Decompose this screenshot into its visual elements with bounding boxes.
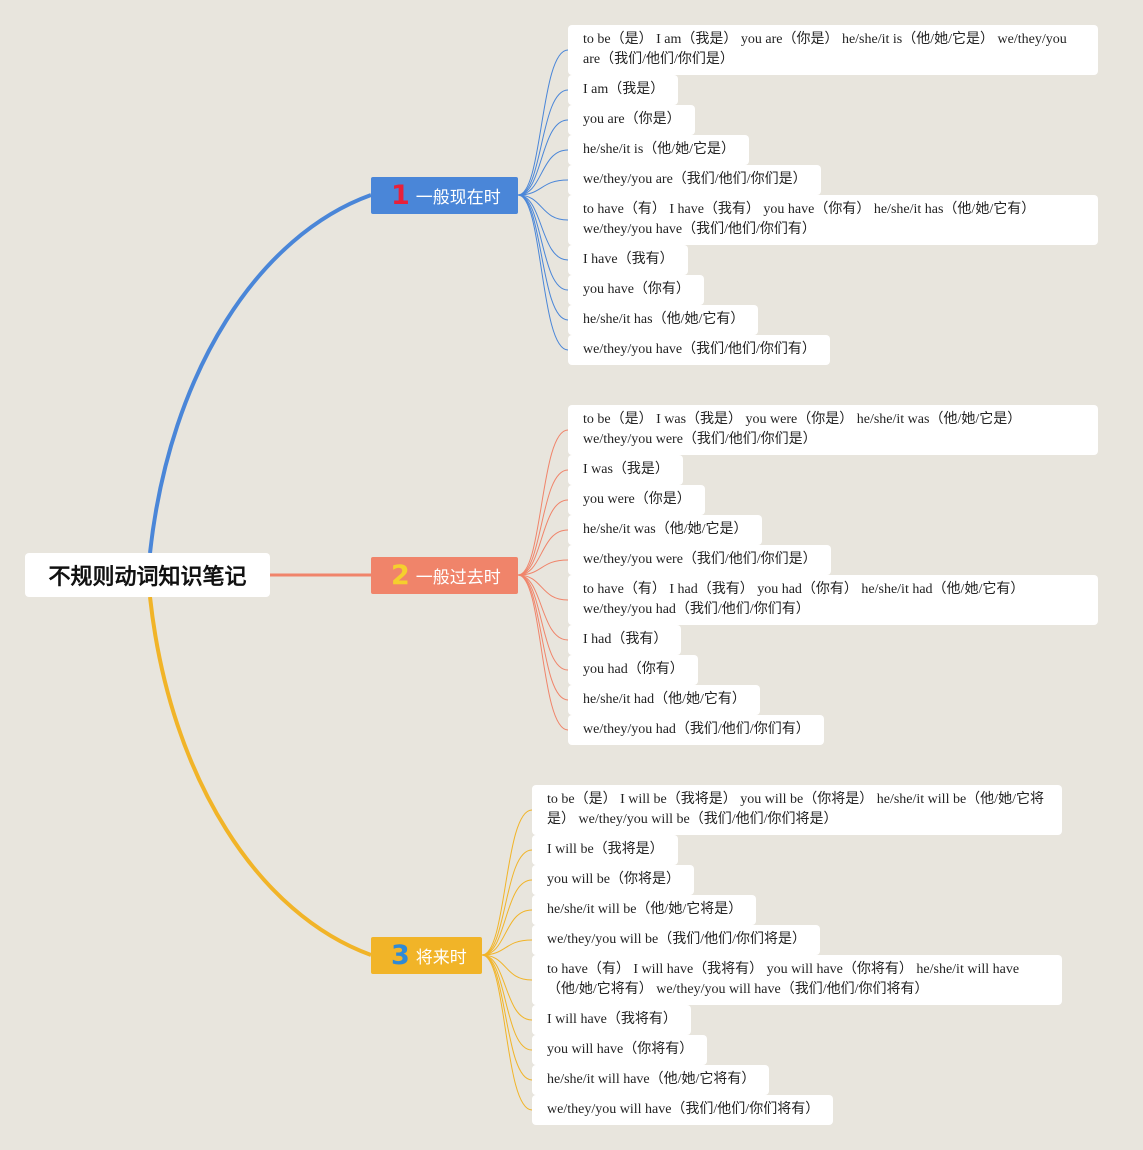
leaf-link-1-2: [517, 89, 569, 196]
leaf-link-3-4: [481, 909, 533, 956]
leaf-node[interactable]: to have（有） I have（我有） you have（你有） he/sh…: [568, 195, 1098, 245]
mindmap-root-title[interactable]: 不规则动词知识笔记: [25, 553, 270, 597]
leaf-link-1-9: [517, 194, 569, 321]
leaf-node[interactable]: I am（我是）: [568, 75, 679, 105]
leaf-node[interactable]: we/they/you were（我们/他们/你们是）: [568, 545, 831, 575]
branch-3-future-tense[interactable]: 3 将来时: [371, 937, 482, 974]
leaf-link-3-6: [481, 954, 533, 981]
leaf-node[interactable]: we/they/you had（我们/他们/你们有）: [568, 715, 824, 745]
leaf-link-3-2: [481, 849, 533, 956]
branch-1-present-tense[interactable]: 1 一般现在时: [371, 177, 518, 214]
leaf-node[interactable]: you had（你有）: [568, 655, 698, 685]
leaf-link-3-9: [481, 954, 533, 1081]
branch-1-number: 1: [391, 180, 410, 211]
leaf-node[interactable]: he/she/it has（他/她/它有）: [568, 305, 759, 335]
branch-2-number: 2: [391, 560, 410, 591]
leaf-node[interactable]: to have（有） I had（我有） you had（你有） he/she/…: [568, 575, 1098, 625]
leaf-link-2-6: [517, 574, 569, 601]
leaf-link-1-1: [517, 49, 569, 196]
leaf-node[interactable]: I was（我是）: [568, 455, 683, 485]
leaf-node[interactable]: you have（你有）: [568, 275, 704, 305]
leaf-link-2-9: [517, 574, 569, 701]
leaf-node[interactable]: to have（有） I will have（我将有） you will hav…: [532, 955, 1062, 1005]
root-to-branch-3-link: [148, 596, 372, 957]
leaf-node[interactable]: he/she/it will have（他/她/它将有）: [532, 1065, 770, 1095]
leaf-node[interactable]: he/she/it was（他/她/它是）: [568, 515, 762, 545]
leaf-link-1-10: [517, 194, 569, 351]
leaf-node[interactable]: I have（我有）: [568, 245, 688, 275]
leaf-link-3-5: [481, 939, 533, 956]
leaf-link-3-7: [481, 954, 533, 1021]
leaf-node[interactable]: I will have（我将有）: [532, 1005, 691, 1035]
leaf-link-3-1: [481, 809, 533, 956]
leaf-node[interactable]: you will be（你将是）: [532, 865, 694, 895]
leaf-link-1-6: [517, 194, 569, 221]
branch-2-past-tense[interactable]: 2 一般过去时: [371, 557, 518, 594]
leaf-node[interactable]: he/she/it will be（他/她/它将是）: [532, 895, 757, 925]
leaf-link-3-3: [481, 879, 533, 956]
leaf-node[interactable]: he/she/it is（他/她/它是）: [568, 135, 750, 165]
leaf-node[interactable]: I will be（我将是）: [532, 835, 678, 865]
branch-2-label: 一般过去时: [415, 568, 501, 588]
leaf-node[interactable]: we/they/you have（我们/他们/你们有）: [568, 335, 830, 365]
leaf-link-2-5: [517, 559, 569, 576]
leaf-node[interactable]: we/they/you are（我们/他们/你们是）: [568, 165, 821, 195]
leaf-link-2-1: [517, 429, 569, 576]
leaf-node[interactable]: you are（你是）: [568, 105, 695, 135]
leaf-link-1-4: [517, 149, 569, 196]
leaf-node[interactable]: he/she/it had（他/她/它有）: [568, 685, 760, 715]
branch-3-number: 3: [391, 940, 410, 971]
leaf-link-1-5: [517, 179, 569, 196]
leaf-link-2-10: [517, 574, 569, 731]
leaf-node[interactable]: you will have（你将有）: [532, 1035, 708, 1065]
leaf-node[interactable]: you were（你是）: [568, 485, 705, 515]
leaf-link-2-2: [517, 469, 569, 576]
leaf-node[interactable]: to be（是） I was（我是） you were（你是） he/she/i…: [568, 405, 1098, 455]
leaf-link-2-7: [517, 574, 569, 641]
branch-3-label: 将来时: [415, 948, 467, 968]
leaf-link-2-3: [517, 499, 569, 576]
leaf-node[interactable]: to be（是） I am（我是） you are（你是） he/she/it …: [568, 25, 1098, 75]
leaf-link-3-10: [481, 954, 533, 1111]
leaf-link-2-4: [517, 529, 569, 576]
leaf-node[interactable]: we/they/you will be（我们/他们/你们将是）: [532, 925, 820, 955]
leaf-link-1-3: [517, 119, 569, 196]
leaf-node[interactable]: we/they/you will have（我们/他们/你们将有）: [532, 1095, 834, 1125]
leaf-link-1-7: [517, 194, 569, 261]
root-to-branch-1-link: [148, 193, 372, 554]
leaf-node[interactable]: I had（我有）: [568, 625, 682, 655]
leaf-node[interactable]: to be（是） I will be（我将是） you will be（你将是）…: [532, 785, 1062, 835]
branch-1-label: 一般现在时: [415, 188, 501, 208]
